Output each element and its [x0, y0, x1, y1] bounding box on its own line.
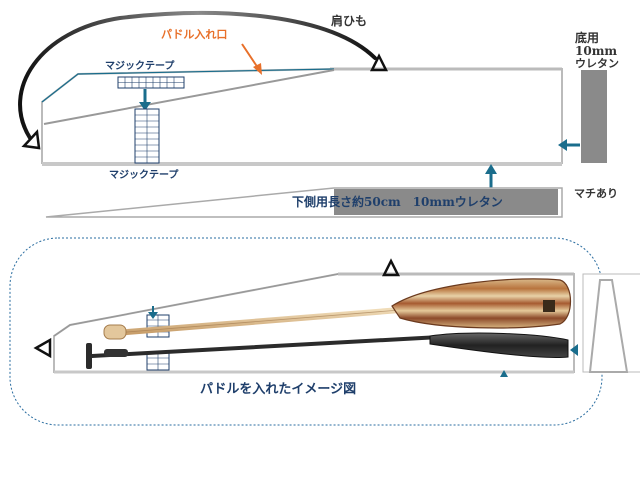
gusset-label: マチあり	[574, 187, 618, 200]
opening-arrow-icon	[241, 43, 262, 75]
strap-ring-right-icon	[369, 53, 389, 72]
base-label-line3: ウレタン	[575, 57, 619, 70]
bag2-flap-line	[53, 273, 339, 337]
top-diagram	[18, 11, 607, 218]
strap-ring-left-icon	[21, 129, 41, 150]
carbon-paddle	[86, 332, 569, 369]
base-urethane-panel	[581, 70, 607, 163]
lower-urethane-label: 下側用長さ約50cm 10mmウレタン	[292, 195, 503, 209]
paddle-opening-label: パドル入れ口	[161, 28, 228, 41]
velcro-arrow-icon	[139, 89, 151, 111]
lower-arrow-icon	[485, 164, 497, 188]
velcro-strip-vertical	[134, 108, 160, 164]
opening-diagonal	[43, 69, 335, 125]
velcro-top-label: マジックテープ	[105, 61, 175, 72]
wooden-paddle	[103, 278, 572, 340]
bottom-diagram	[9, 237, 640, 426]
shoulder-strap	[18, 11, 377, 140]
velcro-strip-horizontal	[117, 76, 185, 89]
bag2-ring-top-icon	[381, 258, 401, 277]
lower-urethane-label-box	[334, 189, 558, 215]
base-label-line1: 底用	[575, 31, 600, 45]
image-caption: パドルを入れたイメージ図	[200, 382, 357, 397]
flap-line	[41, 68, 335, 103]
shoulder-strap-label: 肩ひも	[331, 14, 368, 28]
bag2-velcro-arrow-icon	[148, 306, 158, 319]
bag2-ring-left-icon	[33, 337, 52, 359]
gusset-arrow-icon	[570, 344, 578, 356]
base-label-line2: 10mm	[575, 44, 618, 58]
velcro-bottom-label: マジックテープ	[109, 170, 179, 181]
base-arrow-icon	[558, 139, 580, 151]
bottom-arrow-icon	[500, 370, 508, 377]
gusset-trapezoid	[588, 279, 629, 373]
